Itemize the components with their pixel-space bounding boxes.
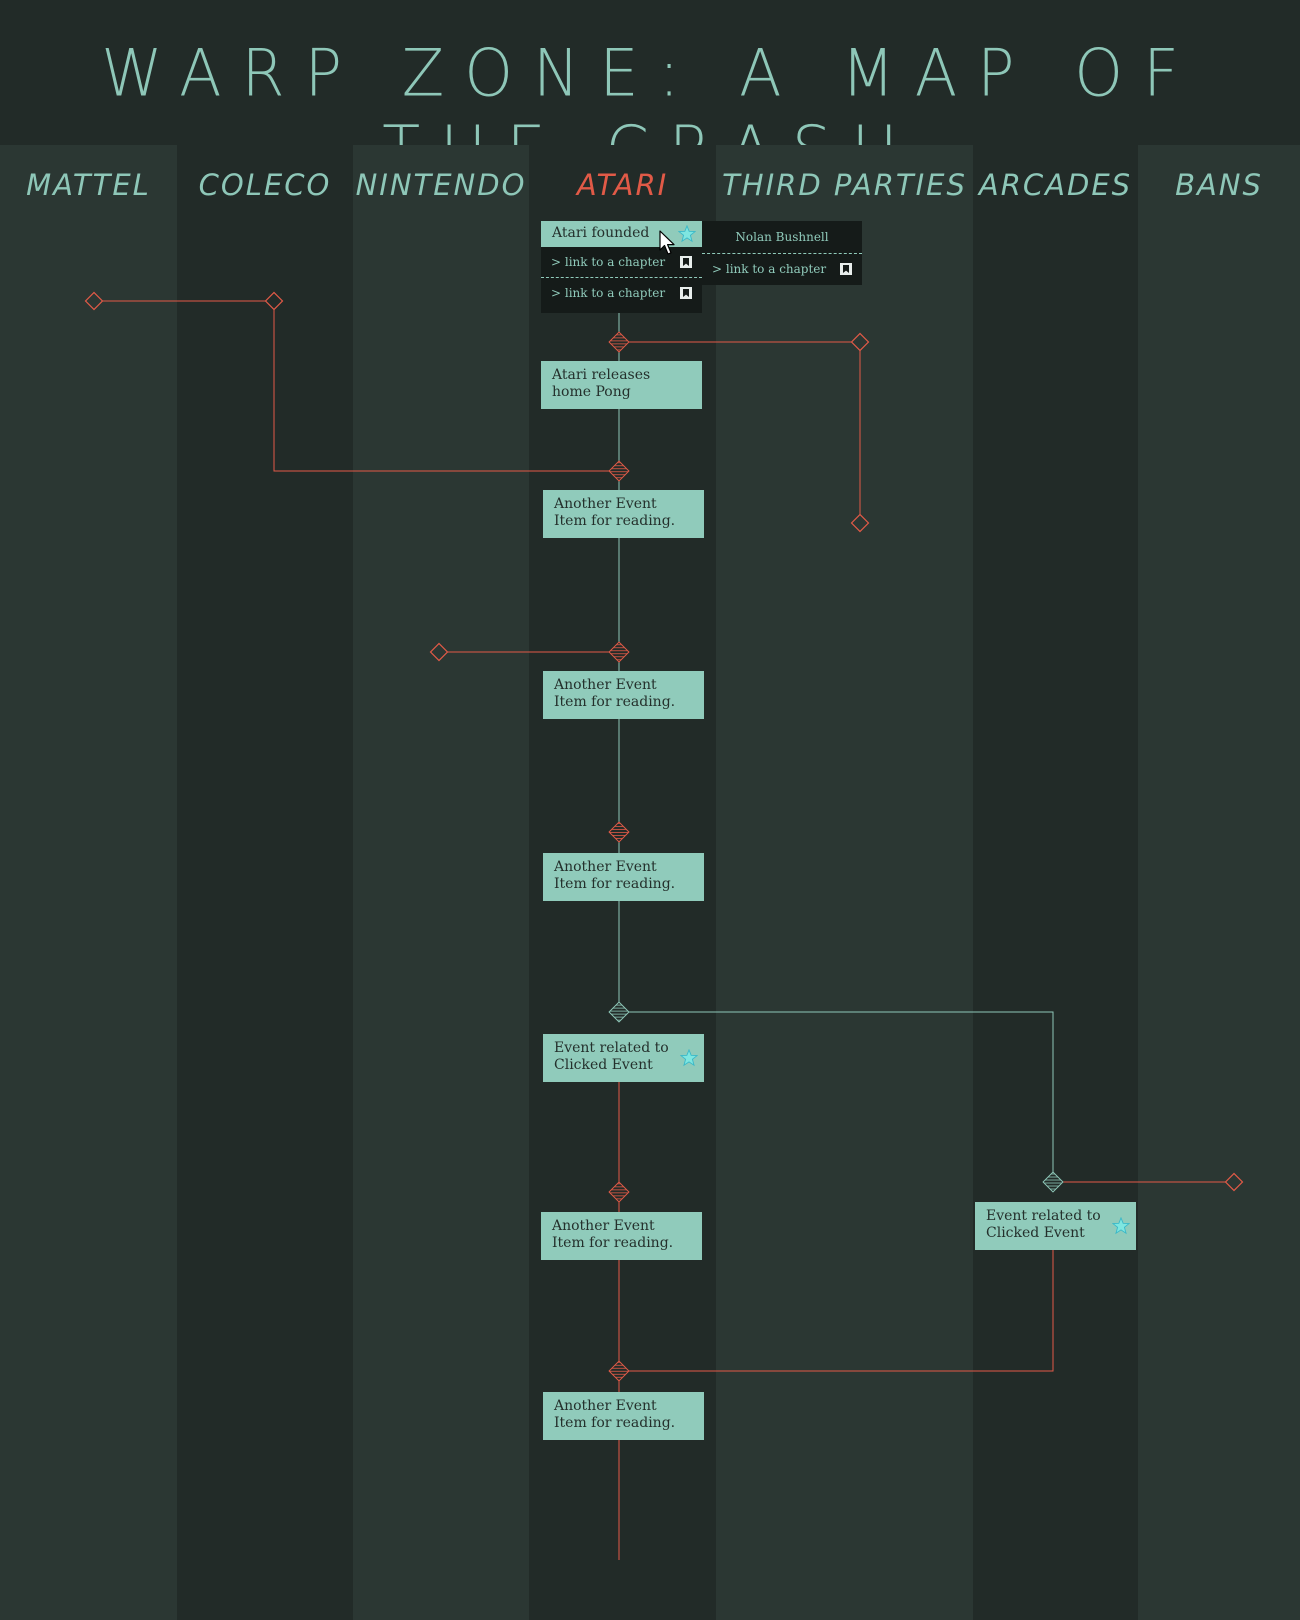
event-card[interactable]: Another Event Item for reading.: [543, 671, 704, 719]
node-bans: [1224, 1172, 1244, 1192]
event-card-home-pong[interactable]: Atari releases home Pong: [541, 361, 702, 409]
event-card[interactable]: Another Event Item for reading.: [543, 490, 704, 538]
event-label: Atari founded: [552, 225, 650, 241]
column-label-atari[interactable]: ATARI: [576, 168, 669, 202]
event-label: Another Event Item for reading.: [554, 1398, 676, 1431]
star-icon[interactable]: [678, 225, 696, 243]
cursor-icon: [659, 230, 675, 255]
bookmark-icon[interactable]: [680, 256, 692, 268]
event-label: Atari releases home Pong: [552, 367, 651, 400]
column-bans: [1138, 145, 1300, 1620]
event-label: Another Event Item for reading.: [552, 1218, 674, 1251]
column-label-nintendo[interactable]: NINTENDO: [355, 168, 527, 202]
bookmark-icon[interactable]: [840, 263, 852, 275]
event-label: Another Event Item for reading.: [554, 677, 676, 710]
node-atari-4: [608, 821, 630, 843]
column-third-parties: [716, 145, 973, 1620]
event-card-atari-founded[interactable]: Atari founded: [541, 221, 702, 247]
person-name-row[interactable]: Nolan Bushnell: [702, 221, 862, 253]
chapter-link[interactable]: > link to a chapter: [541, 247, 702, 277]
event-card[interactable]: Another Event Item for reading.: [543, 853, 704, 901]
event-label: Another Event Item for reading.: [554, 859, 676, 892]
column-arcades: [973, 145, 1138, 1620]
column-label-bans[interactable]: BANS: [1175, 168, 1263, 202]
chapter-link-label: > link to a chapter: [551, 255, 666, 269]
link-arcades-return: [619, 1248, 1054, 1372]
link-arcades-teal: [619, 1011, 1054, 1182]
node-atari-7: [608, 1360, 630, 1382]
event-card-related-arcades[interactable]: Event related to Clicked Event: [975, 1202, 1136, 1250]
node-third-parties-top: [850, 332, 870, 352]
column-mattel: [0, 145, 177, 1620]
event-label: Event related to Clicked Event: [986, 1208, 1101, 1241]
person-panel: Nolan Bushnell > link to a chapter: [702, 221, 862, 285]
node-arcades: [1042, 1171, 1064, 1193]
star-icon[interactable]: [1112, 1217, 1130, 1235]
column-nintendo: [353, 145, 529, 1620]
event-card-related[interactable]: Event related to Clicked Event: [543, 1034, 704, 1082]
chapter-link-label: > link to a chapter: [712, 262, 827, 276]
chapter-link-label: > link to a chapter: [551, 286, 666, 300]
node-third-parties-bottom: [850, 513, 870, 533]
star-icon[interactable]: [680, 1049, 698, 1067]
event-label: Another Event Item for reading.: [554, 496, 676, 529]
bookmark-icon[interactable]: [680, 287, 692, 299]
event-card[interactable]: Another Event Item for reading.: [543, 1392, 704, 1440]
column-label-third-parties[interactable]: THIRD PARTIES: [722, 168, 967, 202]
node-coleco: [264, 291, 284, 311]
node-nintendo: [429, 642, 449, 662]
node-mattel: [84, 291, 104, 311]
page-header: WARP ZONE: A MAP OF THE CRASH: [0, 0, 1300, 188]
node-atari-6: [608, 1181, 630, 1203]
node-atari-3: [608, 641, 630, 663]
event-label: Event related to Clicked Event: [554, 1040, 669, 1073]
column-coleco: [177, 145, 353, 1620]
column-label-mattel[interactable]: MATTEL: [26, 168, 151, 202]
node-atari-2: [608, 460, 630, 482]
person-name: Nolan Bushnell: [735, 230, 829, 244]
chapter-link[interactable]: > link to a chapter: [702, 253, 862, 283]
node-atari-5: [608, 1001, 630, 1023]
event-card[interactable]: Another Event Item for reading.: [541, 1212, 702, 1260]
node-atari-1: [608, 331, 630, 353]
link-mattel-coleco: [94, 300, 619, 472]
chapter-link[interactable]: > link to a chapter: [541, 277, 702, 307]
column-label-arcades[interactable]: ARCADES: [978, 168, 1133, 202]
column-label-coleco[interactable]: COLECO: [198, 168, 332, 202]
chapter-links-panel: > link to a chapter > link to a chapter: [541, 247, 702, 313]
